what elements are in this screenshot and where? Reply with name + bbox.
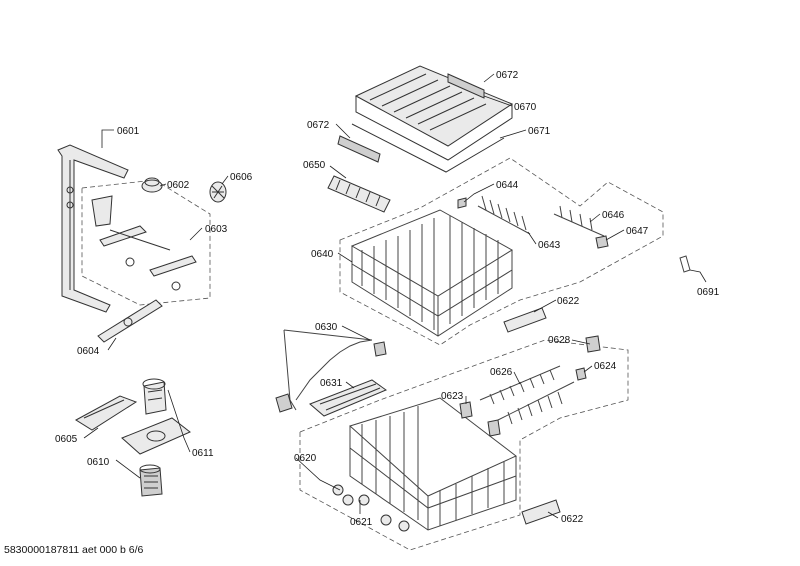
drawer-rail-part — [337, 135, 381, 163]
callout-0624: 0624 — [594, 361, 617, 372]
callout-0670: 0670 — [514, 102, 537, 113]
filter-cylinder-part — [142, 378, 167, 415]
callout-0644: 0644 — [496, 180, 519, 191]
rack-holder-part — [595, 235, 609, 249]
callout-0622-lower: 0622 — [561, 514, 584, 525]
folding-tine-row-part — [479, 365, 575, 425]
callout-0643: 0643 — [538, 240, 561, 251]
lower-spray-arm-part — [97, 299, 163, 343]
filter-disc-part — [209, 181, 227, 203]
callout-0691: 0691 — [697, 287, 720, 298]
folding-tines-part — [477, 195, 531, 235]
callout-0620: 0620 — [294, 453, 317, 464]
cutlery-drawer-part — [351, 65, 514, 173]
micro-filter-part — [139, 464, 163, 497]
callout-0640: 0640 — [311, 249, 334, 260]
callout-0646: 0646 — [602, 210, 625, 221]
callout-0647: 0647 — [626, 226, 649, 237]
callout-0623: 0623 — [441, 391, 464, 402]
drawer-slide-part — [447, 73, 485, 99]
callout-0611: 0611 — [192, 448, 214, 459]
basket-insert-part — [309, 379, 388, 417]
callout-0603: 0603 — [205, 224, 228, 235]
clip-part — [457, 197, 467, 209]
callout-0605: 0605 — [55, 434, 78, 445]
callout-0606: 0606 — [230, 172, 253, 183]
insert-clip-part — [373, 341, 387, 357]
basket-handle-upper-part — [503, 307, 547, 333]
hook-part — [679, 255, 691, 273]
document-code: 5830000187811 aet 000 b 6/6 — [4, 544, 144, 556]
callout-0622-upper: 0622 — [557, 296, 580, 307]
callout-0630: 0630 — [315, 322, 338, 333]
tine-insert-part — [327, 175, 391, 213]
tine-bearing-part — [575, 335, 601, 381]
callout-0602: 0602 — [167, 180, 190, 191]
water-pipe-part — [57, 144, 129, 313]
wire-rack-part — [275, 329, 373, 413]
callout-0631: 0631 — [320, 378, 343, 389]
callout-0650: 0650 — [303, 160, 326, 171]
callout-0671: 0671 — [528, 126, 551, 137]
spray-arm-part — [91, 195, 197, 291]
leader-lines — [83, 73, 707, 519]
group-outline-lower-basket — [299, 339, 629, 551]
tine-holder-part — [459, 401, 501, 437]
upper-basket-part — [350, 209, 513, 337]
cup-rack-part — [553, 205, 605, 237]
callout-0672-top: 0672 — [496, 70, 519, 81]
callout-0672-left: 0672 — [307, 120, 330, 131]
lower-basket-part — [349, 397, 517, 531]
callout-0621: 0621 — [350, 517, 373, 528]
callout-0610: 0610 — [87, 457, 110, 468]
sump-cover-part — [75, 395, 138, 431]
connector-part — [141, 177, 163, 193]
flat-filter-part — [121, 417, 191, 455]
callout-0601: 0601 — [117, 126, 140, 137]
callout-0604: 0604 — [77, 346, 100, 357]
callout-0628: 0628 — [548, 335, 571, 346]
basket-handle-lower-part — [521, 499, 561, 525]
callout-0626: 0626 — [490, 367, 513, 378]
